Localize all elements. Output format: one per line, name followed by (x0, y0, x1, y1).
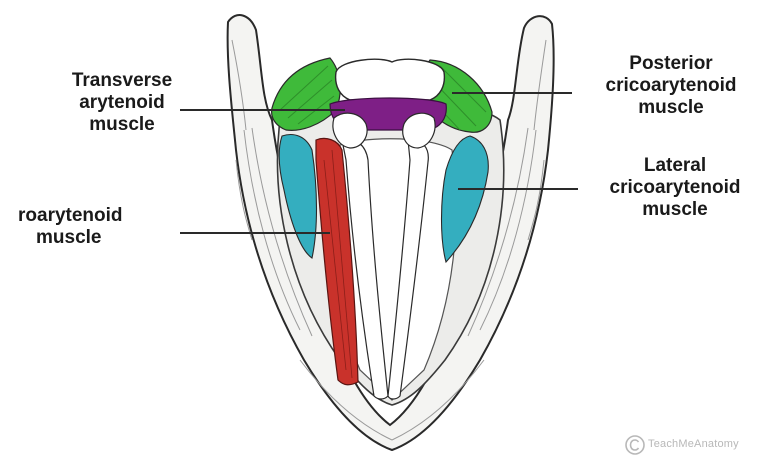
watermark: TeachMeAnatomy (624, 434, 764, 456)
label-lateral-cricoarytenoid: Lateral cricoarytenoid muscle (580, 155, 766, 221)
watermark-text: TeachMeAnatomy (648, 438, 739, 450)
label-thyroarytenoid: roarytenoid muscle (18, 205, 178, 249)
label-transverse-arytenoid: Transverse arytenoid muscle (42, 70, 202, 136)
label-posterior-cricoarytenoid: Posterior cricoarytenoid muscle (573, 53, 766, 119)
arytenoid-cartilages (336, 59, 445, 100)
copyright-icon (624, 434, 646, 456)
